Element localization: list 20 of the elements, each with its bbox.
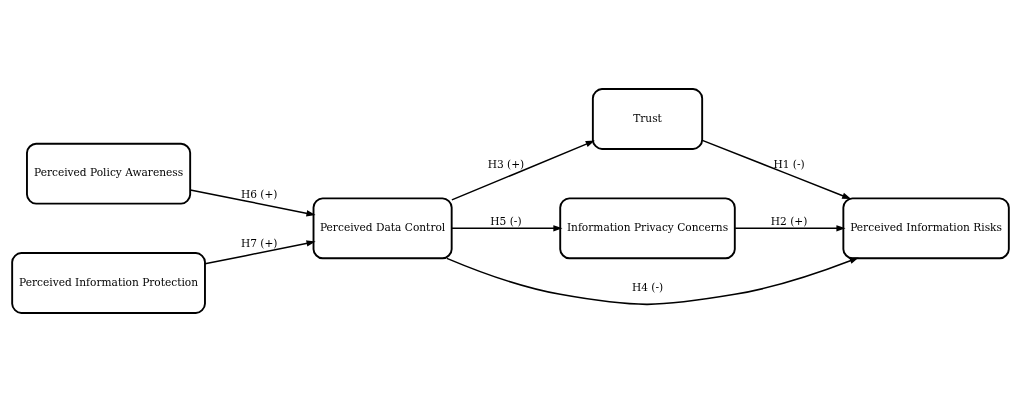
node-box: Trust <box>591 87 704 150</box>
arrow <box>451 224 563 232</box>
edge-label: H2 (+) <box>770 214 808 228</box>
edge-label: H5 (-) <box>490 214 522 228</box>
node-box: Perceived Information Risks <box>842 196 1010 259</box>
node-box: Perceived Data Control <box>312 196 453 259</box>
arrow <box>701 139 852 199</box>
node-box: Information Privacy Concerns <box>559 196 736 259</box>
edge-label: H3 (+) <box>487 157 525 171</box>
arrow <box>451 140 595 201</box>
node-box: Perceived Information Protection <box>11 251 206 314</box>
arrow <box>189 188 316 216</box>
node-box: Perceived Policy Awareness <box>26 142 192 205</box>
edge-label: H4 (-) <box>631 280 664 294</box>
edge-label: H7 (+) <box>240 236 278 250</box>
edge-label: H6 (+) <box>240 187 278 201</box>
arrow <box>204 239 316 265</box>
edge-label: H1 (-) <box>773 157 805 171</box>
arrow <box>734 224 846 231</box>
arrow <box>446 257 859 305</box>
